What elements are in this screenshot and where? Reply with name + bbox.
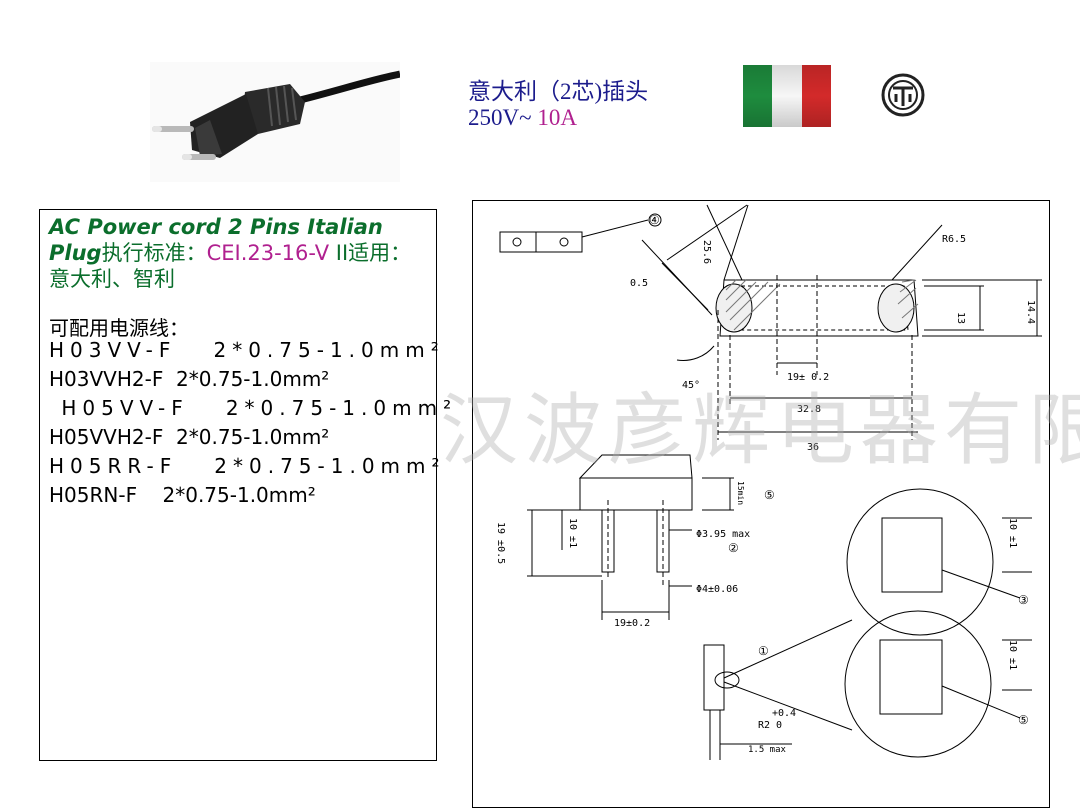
dim-19-tol: 19 ±0.5 [495, 522, 506, 564]
cord-item: H05RN-F 2*0.75-1.0mm² [49, 483, 316, 507]
dim-10-c: 10 ±1 [1007, 640, 1018, 670]
callout-3: ③ [1018, 593, 1029, 607]
dim-15min: 15min [736, 481, 745, 505]
dim-45-deg: 45° [682, 380, 700, 391]
callout-1: ① [758, 644, 769, 658]
dim-r2: R2 0 [758, 720, 782, 731]
standard-suffix: II适用：意大利、智利 [49, 241, 412, 291]
imq-certification-icon [881, 73, 925, 117]
dim-phi-3-95: Φ3.95 max [696, 529, 750, 540]
dim-36: 36 [807, 442, 819, 453]
company-watermark: 汉波彦辉电器有限公司 [440, 386, 1080, 476]
standard-label: 执行标准： [101, 241, 207, 265]
dim-19: 19± 0.2 [787, 372, 829, 383]
voltage-rating: 250V~ [468, 105, 532, 130]
header-rating: 250V~ 10A [468, 105, 577, 131]
header-title: 意大利（2芯)插头 [468, 79, 649, 104]
cords-heading: 可配用电源线： [49, 316, 189, 340]
dim-r6-5: R6.5 [942, 234, 966, 245]
dim-10-a: 10 ±1 [567, 518, 578, 548]
spec-panel [39, 209, 437, 761]
dim-32-8: 32.8 [797, 404, 821, 415]
dim-1-5-max: 1.5 max [748, 745, 787, 755]
dim-13: 13 [955, 312, 966, 324]
dim-14-4: 14.4 [1025, 300, 1036, 324]
cord-item: H05VVH2-F 2*0.75-1.0mm² [49, 425, 330, 449]
current-rating: 10A [537, 105, 577, 130]
cord-item: H05RR-F 2*0.75-1.0mm² [49, 454, 446, 478]
callout-5-a: ⑤ [764, 488, 775, 502]
dim-19-b: 19±0.2 [614, 618, 650, 629]
dim-25-6: 25.6 [701, 240, 712, 264]
title-english: AC Power cord 2 Pins Italian Plug [49, 215, 383, 265]
dim-10-b: 10 ±1 [1007, 518, 1018, 548]
dim-phi-4: Φ4±0.06 [696, 584, 738, 595]
dim-plus-0-4: +0.4 [772, 708, 796, 719]
callout-5-b: ⑤ [1018, 713, 1029, 727]
dim-0-5: 0.5 [630, 278, 648, 289]
plug-photo [150, 62, 400, 182]
italy-flag-icon [743, 65, 831, 127]
cord-item: H05VV-F 2*0.75-1.0mm² [49, 396, 458, 420]
callout-2: ② [728, 541, 739, 555]
cord-item: H03VV-F 2*0.75-1.0mm² [49, 338, 445, 362]
standard-code: CEI.23-16-V [206, 241, 330, 265]
callout-4: ④ [649, 213, 660, 227]
cord-item: H03VVH2-F 2*0.75-1.0mm² [49, 367, 330, 391]
technical-drawing: 25.6 R6.5 0.5 13 14.4 19± 0.2 32.8 36 45… [472, 200, 1050, 808]
spec-title: AC Power cord 2 Pins Italian Plug执行标准：CE… [49, 214, 429, 292]
